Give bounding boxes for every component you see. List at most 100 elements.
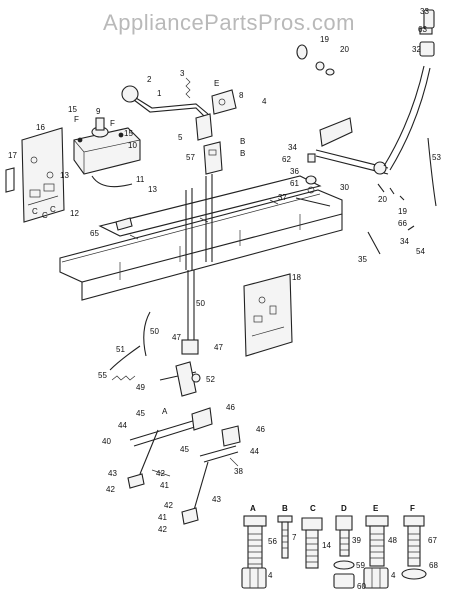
callout-c5: 5 [178, 133, 183, 142]
hardware-letter-e: E [373, 504, 379, 513]
hardware-nut-d: 60 [357, 582, 366, 591]
callout-c50b: 50 [150, 327, 159, 336]
hardware-washer-e: 4 [391, 571, 396, 580]
hardware-e [363, 515, 389, 589]
hardware-washer-a: 4 [268, 571, 273, 580]
callout-c4: 4 [262, 97, 267, 106]
side-plate-16: C C C [21, 127, 65, 223]
callout-c41b: 41 [158, 513, 167, 522]
callout-c34a: 34 [288, 143, 297, 152]
hardware-part-c: 14 [322, 541, 331, 550]
callout-cFa: F [74, 115, 79, 124]
callout-c55: 55 [98, 371, 107, 380]
callout-c47a: 47 [172, 333, 181, 342]
callout-c46b: 46 [256, 425, 265, 434]
bracket-8 [211, 89, 237, 115]
callout-c15b: 15 [124, 129, 133, 138]
callout-c19a: 19 [320, 35, 329, 44]
callout-c43b: 43 [212, 495, 221, 504]
callout-c2: 2 [147, 75, 152, 84]
hardware-f [401, 515, 427, 580]
callout-c34b: 34 [400, 237, 409, 246]
callout-c42d: 42 [158, 525, 167, 534]
gear-lever-53 [383, 65, 437, 207]
hardware-letter-f: F [410, 504, 415, 513]
callout-c50a: 50 [196, 299, 205, 308]
callout-c18: 18 [292, 273, 301, 282]
letter-c-16a: C [32, 207, 38, 216]
callout-c45b: 45 [180, 445, 189, 454]
callout-c61: 61 [290, 179, 299, 188]
callout-c16: 16 [36, 123, 45, 132]
frame-assembly [59, 175, 343, 301]
callout-cAa: A [162, 407, 168, 416]
fuel-tank-10 [73, 117, 141, 188]
callout-c35: 35 [358, 255, 367, 264]
linkage-50-51 [109, 270, 201, 397]
callout-c52: 52 [206, 375, 215, 384]
letter-c-16b: C [42, 211, 48, 220]
callout-c13b: 13 [148, 185, 157, 194]
callout-c3: 3 [180, 69, 185, 78]
callout-c44b: 44 [250, 447, 259, 456]
callout-c57: 57 [186, 153, 195, 162]
panel-18 [243, 273, 293, 357]
callout-c17: 17 [8, 151, 17, 160]
hardware-b [277, 515, 293, 559]
callout-c11: 11 [136, 175, 145, 184]
callout-c47b: 47 [214, 343, 223, 352]
letter-c-16c: C [50, 205, 56, 214]
hardware-legend: A 56 4 B 7 C 14 D 39 59 60 E 48 4 F 67 6… [241, 504, 438, 591]
knob-33-32 [419, 9, 435, 57]
hardware-part-a: 56 [268, 537, 277, 546]
callout-c32: 32 [412, 45, 421, 54]
callout-c19b: 19 [398, 207, 407, 216]
hardware-letter-a: A [250, 504, 256, 513]
hardware-a [241, 515, 267, 589]
hardware-washer-f: 68 [429, 561, 438, 570]
callout-c33: 33 [420, 7, 429, 16]
hardware-letter-c: C [310, 504, 316, 513]
callout-c1: 1 [157, 89, 162, 98]
callout-c30: 30 [340, 183, 349, 192]
callout-c49: 49 [136, 383, 145, 392]
hardware-letter-d: D [341, 504, 347, 513]
callout-c38: 38 [234, 467, 243, 476]
callout-c42c: 42 [164, 501, 173, 510]
callout-c12: 12 [70, 209, 79, 218]
callout-c20a: 20 [340, 45, 349, 54]
shift-lever-1 [121, 85, 209, 119]
hardware-d [333, 515, 355, 589]
callout-c36: 36 [290, 167, 299, 176]
callout-c45a: 45 [136, 409, 145, 418]
callout-c37: 37 [278, 193, 287, 202]
callout-c10: 10 [128, 141, 137, 150]
hardware-part-e: 48 [388, 536, 397, 545]
callout-c44a: 44 [118, 421, 127, 430]
callout-c66: 66 [398, 219, 407, 228]
callout-c42b: 42 [106, 485, 115, 494]
callout-cFb: F [110, 119, 115, 128]
callout-c8: 8 [239, 91, 244, 100]
hardware-letter-b: B [282, 504, 288, 513]
callout-c54: 54 [416, 247, 425, 256]
hardware-part-d: 39 [352, 536, 361, 545]
callout-c9: 9 [96, 107, 101, 116]
rod-assembly-40 [127, 407, 241, 525]
spring-3 [185, 77, 191, 99]
callout-cBb: B [240, 149, 245, 158]
callout-c15a: 15 [68, 105, 77, 114]
callout-c53: 53 [432, 153, 441, 162]
small-hardware-right [295, 153, 415, 255]
hardware-part-f: 67 [428, 536, 437, 545]
callout-c41a: 41 [160, 481, 169, 490]
bracket-17 [5, 167, 15, 193]
control-bracket-5 [185, 113, 223, 270]
hardware-c [301, 517, 323, 569]
callout-c42a: 42 [156, 469, 165, 478]
washers-19-20-top [296, 44, 335, 76]
shift-bracket-30 [315, 117, 389, 175]
callout-c13a: 13 [60, 171, 69, 180]
callout-c63: 63 [418, 25, 427, 34]
